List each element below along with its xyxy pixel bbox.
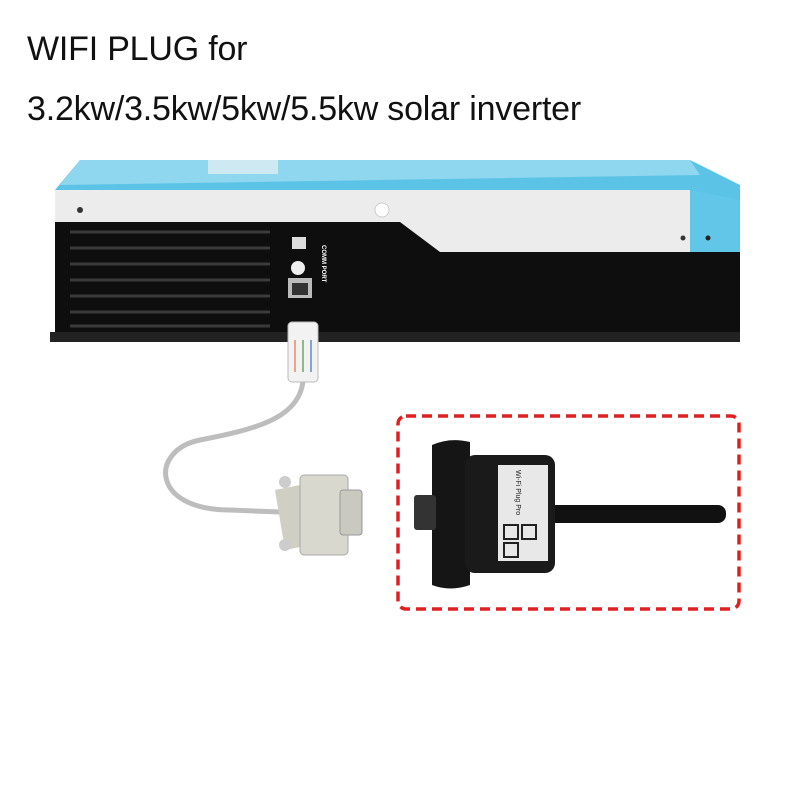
highlight-box: [396, 414, 741, 611]
heading-line-1: WIFI PLUG for: [27, 30, 248, 68]
rs232-cable: [163, 321, 363, 556]
plug-label-text: Wi-Fi Plug Pro: [514, 470, 521, 515]
qr-code: [503, 524, 519, 540]
product-label: [498, 465, 548, 561]
antenna: [548, 505, 726, 523]
solar-inverter: COMM PORT: [50, 160, 740, 342]
comm-port-label: COMM PORT: [320, 245, 326, 283]
round-port: [291, 261, 305, 275]
mounting-flange: [432, 440, 470, 589]
usb-port: [292, 237, 306, 249]
wifi-plug: Wi-Fi Plug Pro: [414, 440, 726, 589]
heading-line-2: 3.2kw/3.5kw/5kw/5.5kw solar inverter: [27, 90, 582, 128]
vent-grille: [70, 230, 270, 328]
